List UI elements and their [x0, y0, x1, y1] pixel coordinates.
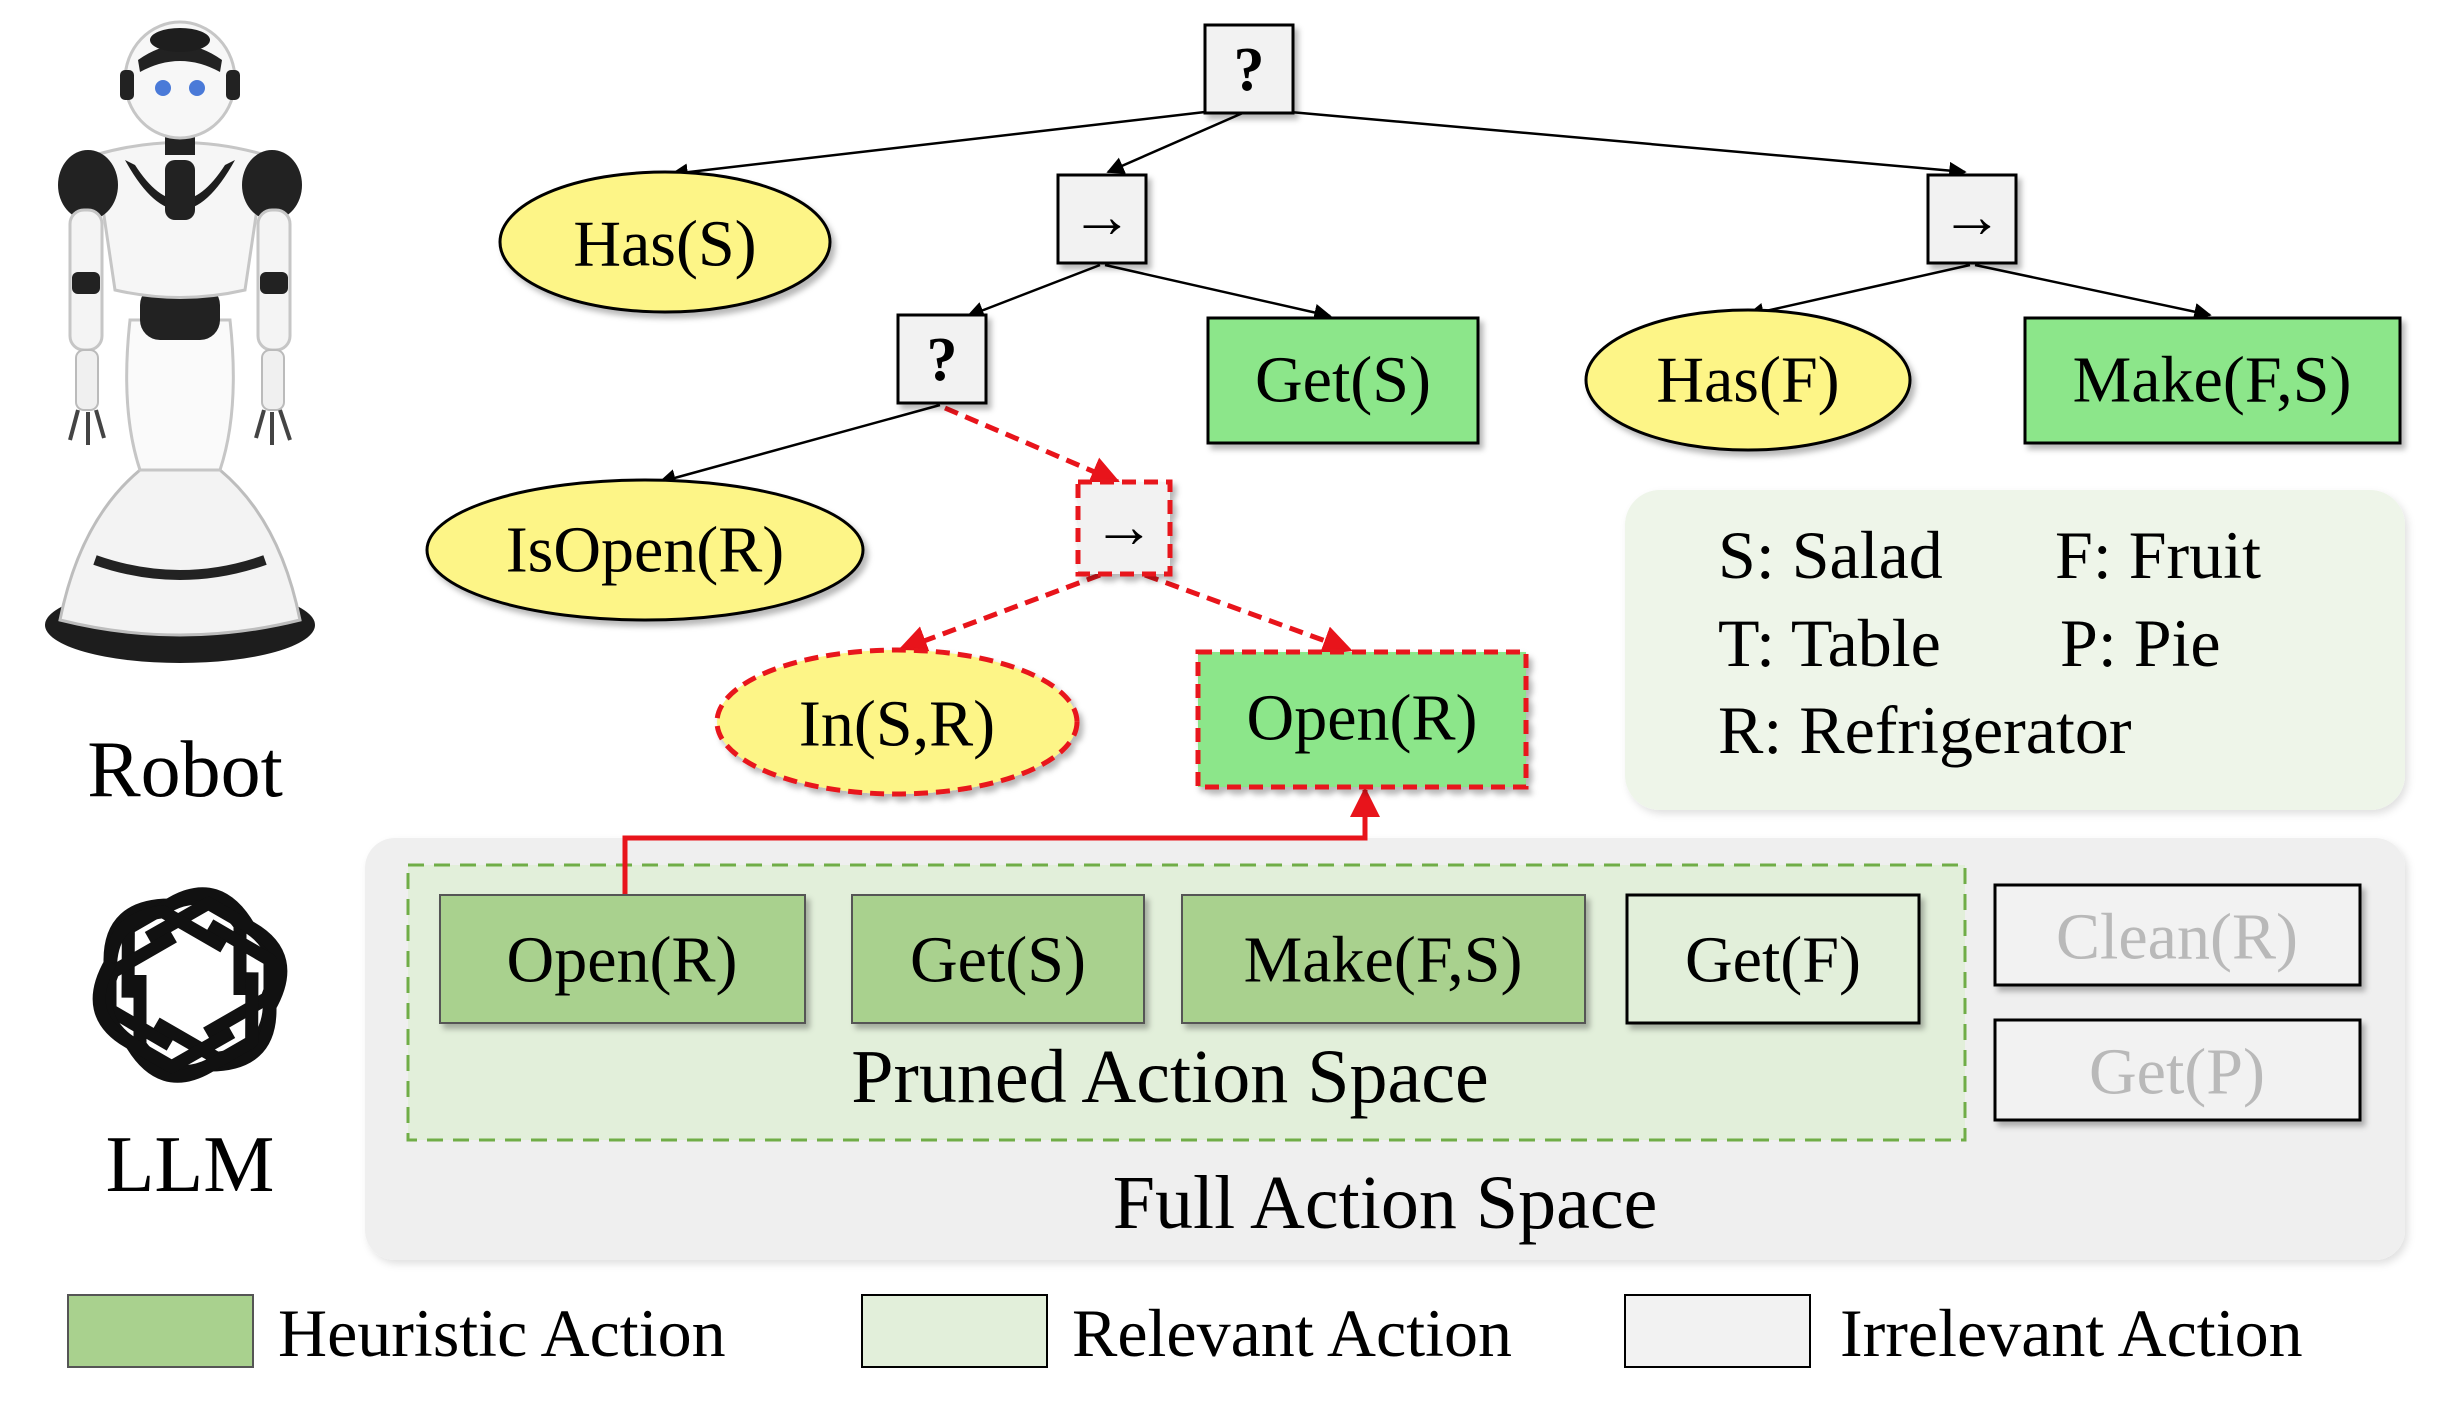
action-make-fruit-salad: Make(F,S)	[2023, 316, 2402, 445]
svg-text:Clean(R): Clean(R)	[2056, 901, 2298, 974]
robot-illustration	[45, 20, 315, 663]
tree-edges	[658, 110, 2212, 487]
abbr-fruit: F: Fruit	[2055, 517, 2261, 593]
irrelevant-action-get-pie: Get(P)	[1993, 1018, 2362, 1122]
legend-irrelevant: Irrelevant Action	[1624, 1294, 2303, 1371]
condition-has-fruit: Has(F)	[1584, 308, 1912, 452]
svg-text:Has(S): Has(S)	[573, 208, 756, 281]
pruned-action-open-refrigerator: Open(R)	[439, 894, 806, 1024]
expanded-edges	[897, 405, 1353, 655]
legend-relevant-swatch	[861, 1294, 1048, 1368]
legend-relevant: Relevant Action	[861, 1294, 1512, 1371]
abbreviation-list: S: Salad F: Fruit T: Table P: Pie R: Ref…	[1718, 517, 2261, 768]
svg-text:Get(F): Get(F)	[1685, 924, 1861, 997]
sequence-node-c: →	[1075, 479, 1173, 577]
svg-text:?: ?	[927, 326, 958, 394]
svg-text:→: →	[1071, 183, 1133, 251]
pruned-action-space-title: Pruned Action Space	[851, 1035, 1488, 1119]
svg-text:→: →	[1093, 493, 1155, 561]
svg-text:Irrelevant Action: Irrelevant Action	[1840, 1295, 2303, 1371]
svg-text:Make(F,S): Make(F,S)	[2073, 344, 2352, 417]
svg-text:Open(R): Open(R)	[1247, 682, 1478, 755]
action-get-salad: Get(S)	[1206, 316, 1480, 445]
pruned-action-make-fruit-salad: Make(F,S)	[1181, 894, 1586, 1024]
abbreviation-panel	[1625, 490, 2405, 810]
abbr-pie: P: Pie	[2060, 605, 2221, 681]
svg-text:Get(P): Get(P)	[2089, 1036, 2265, 1109]
svg-text:In(S,R): In(S,R)	[799, 688, 995, 761]
condition-isopen-refrigerator: IsOpen(R)	[425, 478, 865, 622]
heuristic-link-arrow	[622, 787, 1380, 895]
openai-logo-icon	[92, 887, 288, 1083]
pruned-action-get-salad: Get(S)	[851, 894, 1145, 1024]
condition-in-salad-refrigerator: In(S,R)	[714, 647, 1080, 797]
llm-label: LLM	[106, 1121, 275, 1209]
svg-text:IsOpen(R): IsOpen(R)	[506, 514, 785, 587]
svg-text:Open(R): Open(R)	[507, 924, 738, 997]
pruned-action-get-fruit: Get(F)	[1625, 893, 1921, 1025]
root-fallback-node: ?	[1203, 23, 1295, 115]
sequence-node-a: →	[1056, 173, 1148, 265]
legend-heuristic: Heuristic Action	[67, 1294, 726, 1371]
svg-text:Get(S): Get(S)	[910, 924, 1086, 997]
abbr-salad: S: Salad	[1718, 517, 1943, 593]
svg-text:Get(S): Get(S)	[1255, 344, 1431, 417]
irrelevant-action-clean-refrigerator: Clean(R)	[1993, 883, 2362, 987]
full-action-space-title: Full Action Space	[1113, 1161, 1658, 1245]
svg-text:Has(F): Has(F)	[1656, 344, 1839, 417]
svg-text:Relevant Action: Relevant Action	[1072, 1295, 1512, 1371]
svg-text:Make(F,S): Make(F,S)	[1244, 924, 1523, 997]
svg-text:Heuristic Action: Heuristic Action	[278, 1295, 726, 1371]
fallback-node: ?	[896, 313, 988, 405]
legend-irrelevant-swatch	[1624, 1294, 1811, 1368]
svg-text:→: →	[1941, 183, 2003, 251]
legend-heuristic-swatch	[67, 1294, 254, 1368]
robot-label: Robot	[87, 726, 283, 814]
abbr-refrigerator: R: Refrigerator	[1718, 692, 2132, 768]
abbr-table: T: Table	[1718, 605, 1941, 681]
action-open-refrigerator: Open(R)	[1195, 649, 1529, 790]
svg-text:?: ?	[1234, 36, 1265, 104]
condition-has-salad: Has(S)	[498, 170, 832, 314]
sequence-node-b: →	[1926, 173, 2018, 265]
